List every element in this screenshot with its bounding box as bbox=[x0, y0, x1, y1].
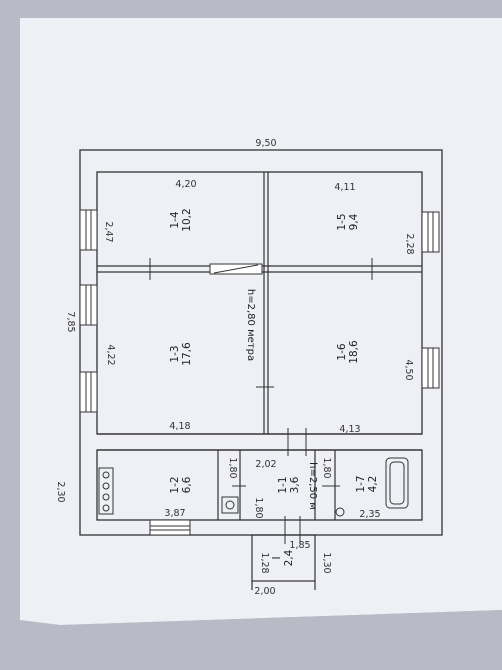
room-area: 18,6 bbox=[348, 340, 360, 364]
room-area: 6,6 bbox=[181, 476, 193, 493]
dim-mid-right-depth: 4,50 bbox=[403, 359, 414, 380]
dim-hall-d: 1,80 bbox=[253, 497, 264, 518]
room-id: 1-7 bbox=[355, 475, 367, 492]
room-area: 3,6 bbox=[289, 476, 301, 493]
room-id: 1-1 bbox=[277, 476, 289, 493]
room-porch: I 2,4 bbox=[271, 549, 295, 566]
room-id: 1-3 bbox=[169, 345, 181, 362]
dim-bath-width: 2,35 bbox=[359, 509, 380, 520]
dim-mid-left-depth: 4,22 bbox=[105, 344, 116, 365]
dim-hall-a: 2,02 bbox=[255, 459, 276, 470]
dim-porch-top: 1,85 bbox=[289, 540, 310, 551]
interior-walls bbox=[97, 172, 422, 520]
dim-top-left-depth: 2,47 bbox=[103, 221, 114, 242]
dim-mid-right-width: 4,13 bbox=[339, 424, 360, 435]
room-1-3: 1-3 17,6 bbox=[169, 342, 193, 366]
dim-overall-depth: 7,85 bbox=[65, 311, 76, 332]
room-1-6: 1-6 18,6 bbox=[336, 340, 360, 364]
room-area: 10,2 bbox=[181, 208, 193, 231]
sink bbox=[335, 507, 345, 517]
room-1-5: 1-5 9,4 bbox=[336, 213, 360, 230]
paper-sheet bbox=[20, 18, 502, 625]
bathtub bbox=[385, 457, 409, 509]
room-1-7: 1-7 4,2 bbox=[355, 475, 379, 492]
room-1-2: 1-2 6,6 bbox=[169, 476, 193, 493]
room-area: 9,4 bbox=[348, 213, 360, 230]
room-id: I bbox=[271, 556, 283, 559]
room-1-1: 1-1 3,6 bbox=[277, 476, 301, 493]
dim-overall-width: 9,50 bbox=[255, 138, 276, 149]
dim-top-left-width: 4,20 bbox=[175, 179, 196, 190]
room-1-4: 1-4 10,2 bbox=[169, 208, 193, 231]
dim-porch-left: 1,28 bbox=[259, 552, 270, 573]
dim-hall-c: 1,80 bbox=[321, 457, 332, 478]
dim-porch-right: 1,30 bbox=[321, 552, 332, 573]
stove-hatch bbox=[213, 264, 259, 274]
room-area: 2,4 bbox=[283, 549, 295, 566]
ceiling-height-annex: h=2,50 м bbox=[307, 462, 318, 510]
dim-top-right-width: 4,11 bbox=[334, 182, 355, 193]
room-id: 1-4 bbox=[169, 211, 181, 228]
ceiling-height-main: h=2,80 метра bbox=[245, 289, 256, 361]
porch bbox=[251, 534, 316, 590]
dim-hall-b: 1,80 bbox=[227, 457, 238, 478]
room-area: 4,2 bbox=[367, 476, 379, 493]
room-area: 17,6 bbox=[181, 342, 193, 366]
dim-kitchen-width: 3,87 bbox=[164, 508, 185, 519]
dim-right-outer: 2,30 bbox=[55, 481, 66, 502]
windows bbox=[79, 209, 440, 536]
room-id: 1-6 bbox=[336, 343, 348, 360]
stove-burners bbox=[98, 467, 114, 515]
room-id: 1-2 bbox=[169, 476, 181, 493]
door-marks bbox=[149, 258, 373, 544]
boiler bbox=[221, 496, 239, 514]
dim-porch-bottom: 2,00 bbox=[254, 586, 275, 597]
dim-top-right-depth: 2,28 bbox=[404, 233, 415, 254]
dim-mid-left-width: 4,18 bbox=[169, 421, 190, 432]
room-id: 1-5 bbox=[336, 213, 348, 230]
